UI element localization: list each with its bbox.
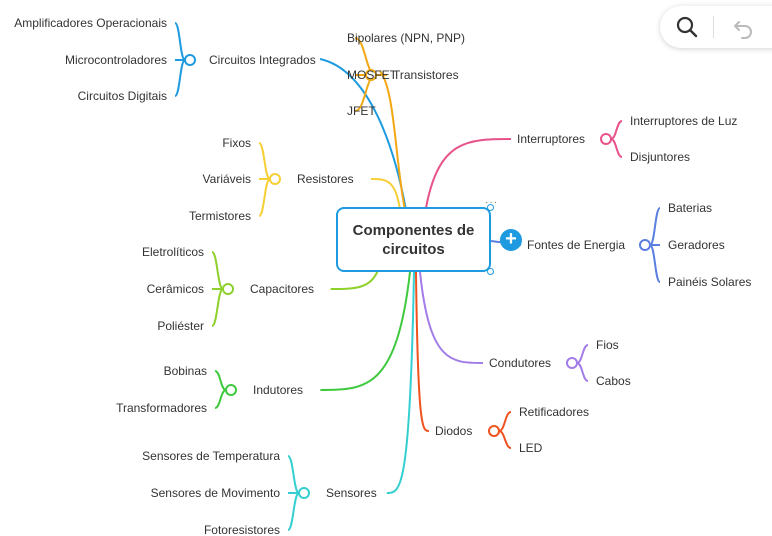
child-label-sensores-0[interactable]: Sensores de Temperatura <box>142 449 280 463</box>
child-label-fontes-2[interactable]: Painéis Solares <box>668 275 751 289</box>
central-topic-label: Componentes de circuitos <box>352 221 475 258</box>
child-label-indutores-0[interactable]: Bobinas <box>164 364 207 378</box>
child-edge-condutores-1 <box>576 362 589 382</box>
child-label-condutores-1[interactable]: Cabos <box>596 374 631 388</box>
child-edge-sensores-0 <box>287 455 300 494</box>
child-label-resistores-0[interactable]: Fixos <box>222 136 251 150</box>
child-label-sensores-1[interactable]: Sensores de Movimento <box>151 486 281 500</box>
central-topic[interactable]: Componentes de circuitos <box>336 207 491 272</box>
child-label-interruptores-1[interactable]: Disjuntores <box>630 150 690 164</box>
child-label-fontes-1[interactable]: Geradores <box>668 238 725 252</box>
child-edge-diodos-1 <box>498 430 512 449</box>
branch-edge-condutores <box>419 271 484 364</box>
child-label-sensores-2[interactable]: Fotoresistores <box>204 523 280 536</box>
child-label-capacitores-0[interactable]: Eletrolíticos <box>142 245 204 259</box>
branch-label-fontes[interactable]: Fontes de Energia <box>527 238 625 252</box>
branch-junction-interruptores[interactable] <box>600 133 612 145</box>
child-edge-circuitos-2 <box>174 59 186 97</box>
branch-junction-circuitos[interactable] <box>184 54 196 66</box>
child-edge-interruptores-1 <box>610 138 623 158</box>
resize-handle-top-right[interactable] <box>487 204 494 211</box>
add-topic-button[interactable]: + <box>500 229 522 251</box>
more-options-icon[interactable]: ··· <box>485 197 498 208</box>
child-edge-interruptores-0 <box>610 120 623 140</box>
child-edge-indutores-1 <box>214 389 227 409</box>
child-label-circuitos-2[interactable]: Circuitos Digitais <box>78 89 167 103</box>
branch-label-indutores[interactable]: Indutores <box>253 383 303 397</box>
child-edge-fontes-2 <box>649 244 661 283</box>
child-edge-circuitos-0 <box>174 22 186 61</box>
undo-icon[interactable] <box>731 14 757 40</box>
branch-junction-indutores[interactable] <box>225 384 237 396</box>
search-icon[interactable] <box>674 14 700 40</box>
resize-handle-bottom-right[interactable] <box>487 268 494 275</box>
child-edge-resistores-0 <box>258 142 271 180</box>
branch-label-diodos[interactable]: Diodos <box>435 424 472 438</box>
child-edge-diodos-0 <box>498 411 512 432</box>
branch-edge-capacitores <box>330 269 379 290</box>
child-edge-capacitores-0 <box>211 251 224 290</box>
branch-edge-indutores <box>320 271 411 391</box>
branch-edge-resistores <box>370 178 401 211</box>
child-edge-indutores-0 <box>214 370 227 391</box>
branch-label-circuitos[interactable]: Circuitos Integrados <box>209 53 316 67</box>
branch-edge-transistores <box>379 70 406 211</box>
branch-edge-interruptores <box>425 138 512 209</box>
child-edge-resistores-2 <box>258 178 271 217</box>
branch-junction-fontes[interactable] <box>639 239 651 251</box>
child-label-capacitores-2[interactable]: Poliéster <box>157 319 204 333</box>
branch-edge-sensores <box>386 271 415 494</box>
branch-label-transistores[interactable]: Transistores <box>393 68 459 82</box>
child-label-transistores-1[interactable]: MOSFET <box>347 68 398 82</box>
child-label-fontes-0[interactable]: Baterias <box>668 201 712 215</box>
branch-label-condutores[interactable]: Condutores <box>489 356 551 370</box>
branch-junction-condutores[interactable] <box>566 357 578 369</box>
branch-label-sensores[interactable]: Sensores <box>326 486 377 500</box>
child-label-diodos-1[interactable]: LED <box>519 441 543 455</box>
branch-label-resistores[interactable]: Resistores <box>297 172 354 186</box>
child-label-circuitos-0[interactable]: Amplificadores Operacionais <box>14 16 167 30</box>
branch-edge-diodos <box>415 271 430 432</box>
child-label-condutores-0[interactable]: Fios <box>596 338 619 352</box>
child-label-transistores-0[interactable]: Bipolares (NPN, PNP) <box>347 31 465 45</box>
child-label-interruptores-0[interactable]: Interruptores de Luz <box>630 114 737 128</box>
branch-label-capacitores[interactable]: Capacitores <box>250 282 314 296</box>
child-label-circuitos-1[interactable]: Microcontroladores <box>65 53 167 67</box>
branch-label-interruptores[interactable]: Interruptores <box>517 132 585 146</box>
branch-junction-diodos[interactable] <box>488 425 500 437</box>
child-label-diodos-0[interactable]: Retificadores <box>519 405 589 419</box>
child-label-resistores-2[interactable]: Termistores <box>189 209 251 223</box>
child-label-transistores-2[interactable]: JFET <box>347 104 376 118</box>
child-label-indutores-1[interactable]: Transformadores <box>116 401 207 415</box>
branch-junction-sensores[interactable] <box>298 487 310 499</box>
child-label-capacitores-1[interactable]: Cerâmicos <box>147 282 204 296</box>
branch-junction-transistores[interactable] <box>365 69 377 81</box>
child-edge-sensores-2 <box>287 492 300 531</box>
child-edge-fontes-0 <box>649 207 661 246</box>
child-edge-condutores-0 <box>576 344 589 364</box>
child-label-resistores-1[interactable]: Variáveis <box>203 172 251 186</box>
toolbar-separator <box>713 16 714 38</box>
branch-junction-resistores[interactable] <box>269 173 281 185</box>
branch-junction-capacitores[interactable] <box>222 283 234 295</box>
child-edge-capacitores-2 <box>211 288 224 327</box>
